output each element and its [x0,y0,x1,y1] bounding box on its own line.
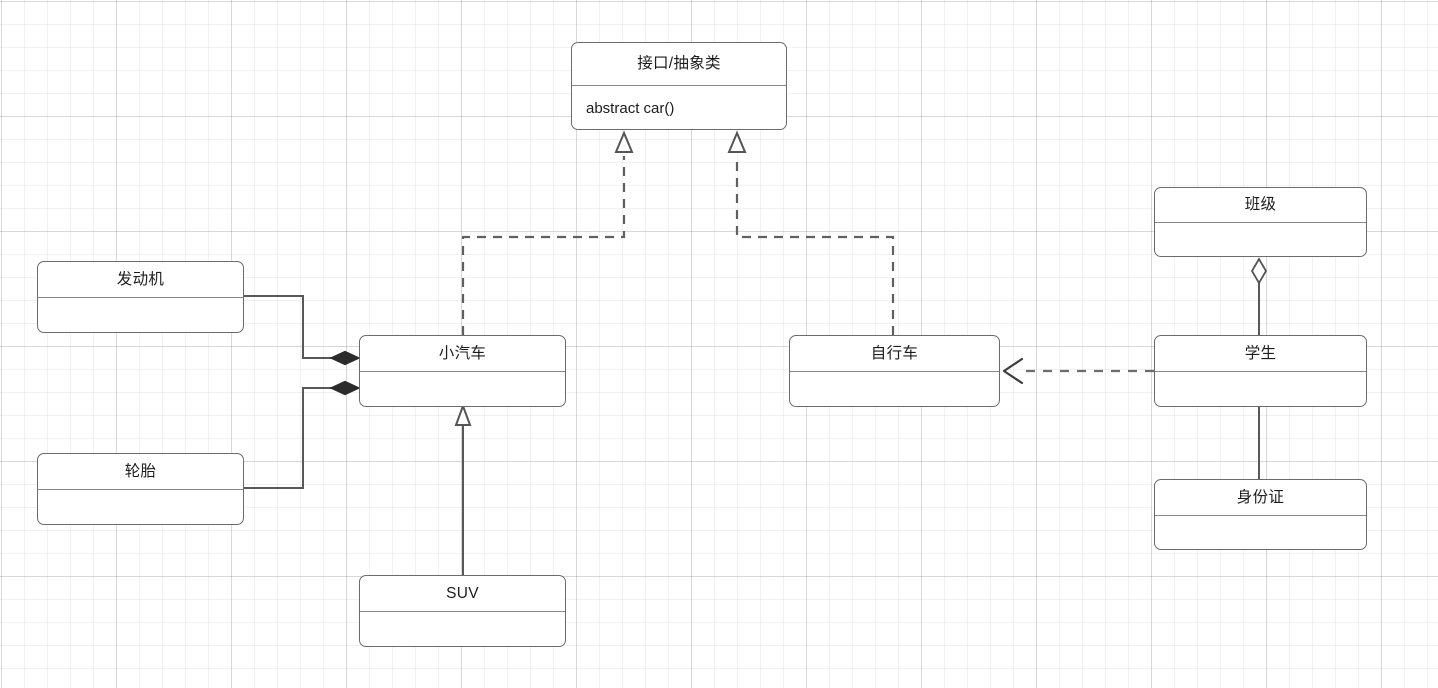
class-box-suv[interactable]: SUV [359,575,566,647]
edge-car-realizes-interface[interactable] [461,130,634,335]
class-box-engine[interactable]: 发动机 [37,261,244,333]
class-box-interface[interactable]: 接口/抽象类 abstract car() [571,42,787,130]
class-box-car[interactable]: 小汽车 [359,335,566,407]
class-box-bicycle[interactable]: 自行车 [789,335,1000,407]
class-member-student [1155,372,1366,406]
class-member-car [360,372,565,406]
hollow-triangle-arrowhead [727,130,747,153]
class-name-idcard: 身份证 [1155,480,1366,516]
edge-suv-inherits-car[interactable] [454,403,472,575]
hollow-triangle-arrowhead [454,403,472,426]
class-name-car: 小汽车 [360,336,565,372]
edge-student-depends-bicycle[interactable] [1002,357,1154,385]
class-box-student[interactable]: 学生 [1154,335,1367,407]
edge-engine-composes-car[interactable] [244,295,361,366]
edge-bicycle-realizes-interface[interactable] [727,130,895,335]
class-name-interface: 接口/抽象类 [572,43,786,86]
filled-diamond-arrowhead [329,380,361,396]
class-member-classroom [1155,223,1366,256]
open-arrowhead [1002,357,1024,385]
hollow-triangle-arrowhead [614,130,634,153]
edge-classroom-aggregates-student[interactable] [1250,257,1268,335]
class-name-classroom: 班级 [1155,188,1366,223]
class-member-tire [38,490,243,524]
class-name-bicycle: 自行车 [790,336,999,372]
edge-tire-composes-car[interactable] [244,380,361,489]
class-name-tire: 轮胎 [38,454,243,490]
class-member-engine [38,298,243,332]
hollow-diamond-arrowhead [1250,257,1268,285]
class-member-idcard [1155,516,1366,549]
filled-diamond-arrowhead [329,350,361,366]
class-member-interface: abstract car() [586,100,675,117]
class-name-suv: SUV [360,576,565,612]
class-box-idcard[interactable]: 身份证 [1154,479,1367,550]
class-member-suv [360,612,565,646]
class-box-tire[interactable]: 轮胎 [37,453,244,525]
class-name-engine: 发动机 [38,262,243,298]
class-box-classroom[interactable]: 班级 [1154,187,1367,257]
class-member-bicycle [790,372,999,406]
class-name-student: 学生 [1155,336,1366,372]
